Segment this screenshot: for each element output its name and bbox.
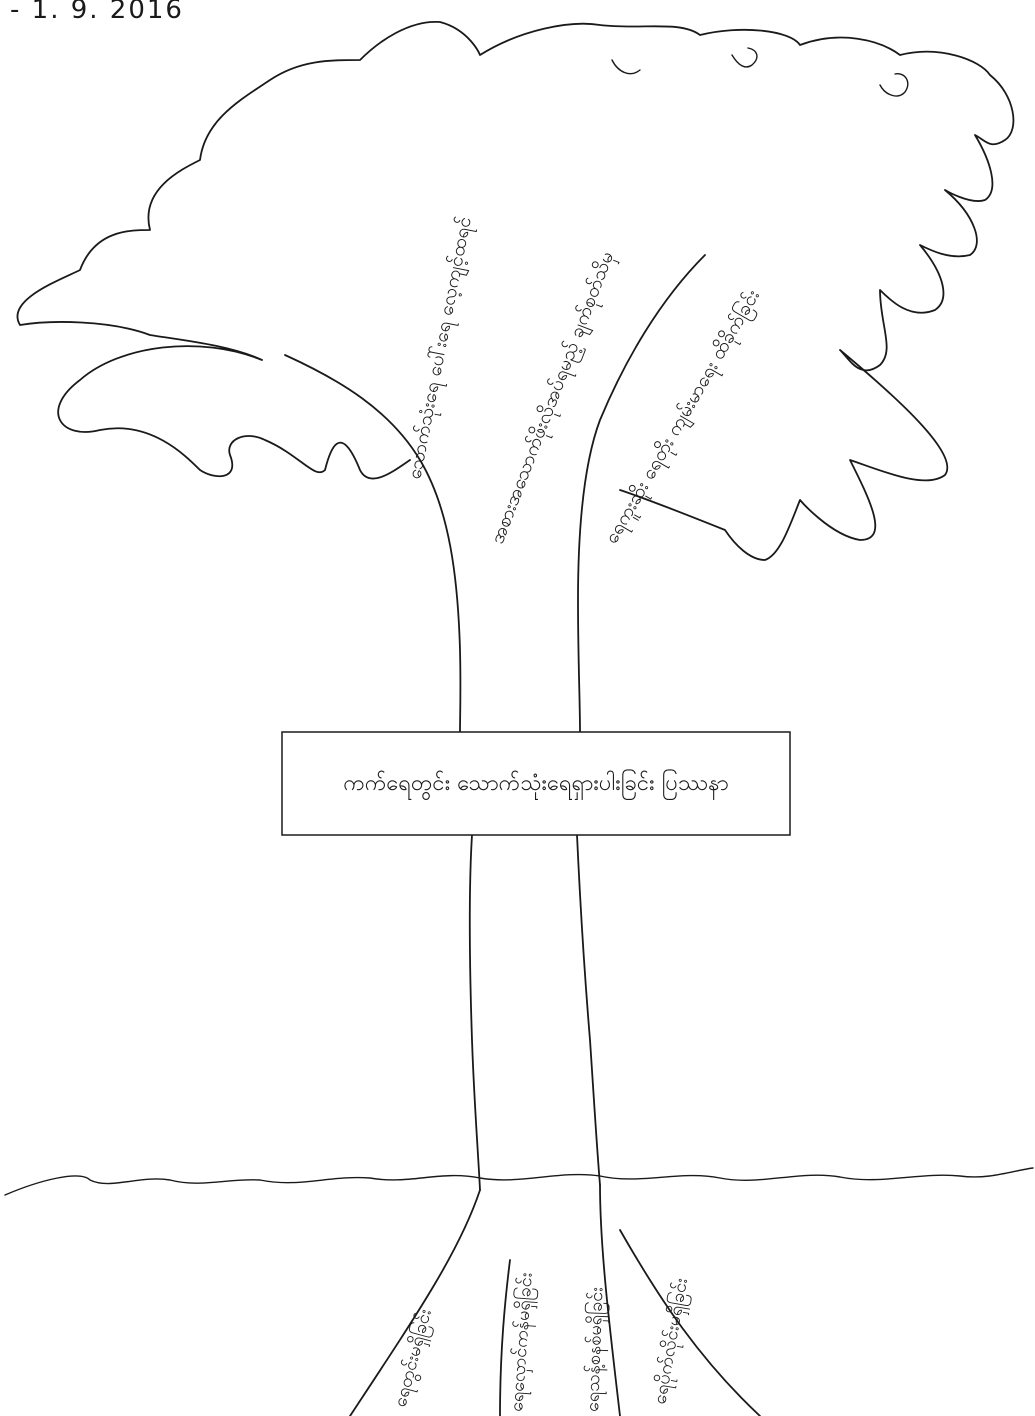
cause-label: ရေလှောင်ကန်မရှိခြင်း — [505, 1272, 540, 1413]
trunk-lower-left — [468, 834, 481, 1191]
root-center-right — [599, 1184, 621, 1416]
root-center-left — [499, 1259, 511, 1416]
root-far-right — [619, 1229, 761, 1416]
tree-canopy — [16, 21, 1015, 561]
trunk-lower-right — [576, 834, 601, 1186]
cause-label: ရေသန့်စနစ်မရှိခြင်း — [581, 1287, 610, 1413]
trunk-left-outline — [284, 354, 462, 733]
effect-label: အစားအသောက်ဖိုးလိုအပ်ရမည့် ချက်စုတ်သိမှ — [485, 248, 622, 548]
problem-label: ကက်ရေတွင်း သောက်သုံးရေရှားပါးခြင်း ပြဿနာ — [343, 769, 728, 801]
date-label: - 1. 9. 2016 — [10, 0, 184, 25]
ground-line — [4, 1167, 1034, 1196]
cause-label: ရေတွင်းမရှိခြင်း — [389, 1307, 439, 1411]
canopy-inner-curl — [611, 47, 909, 97]
cause-label: ရေပိုက်လိုင်းမရှိခြင်း — [648, 1276, 695, 1406]
effect-label: ရေကူးဆိုး ရေတိုး ကျမ်းမာရေး ထိခိုက်ခြင်း — [599, 285, 768, 550]
trunk-right-outline — [577, 254, 706, 733]
problem-box — [281, 731, 791, 836]
root-far-left — [349, 1189, 481, 1416]
effect-label: သောက်သုံးရေ ပေါ်းရေ လေ့ကျင့်ထရင် — [402, 215, 479, 482]
